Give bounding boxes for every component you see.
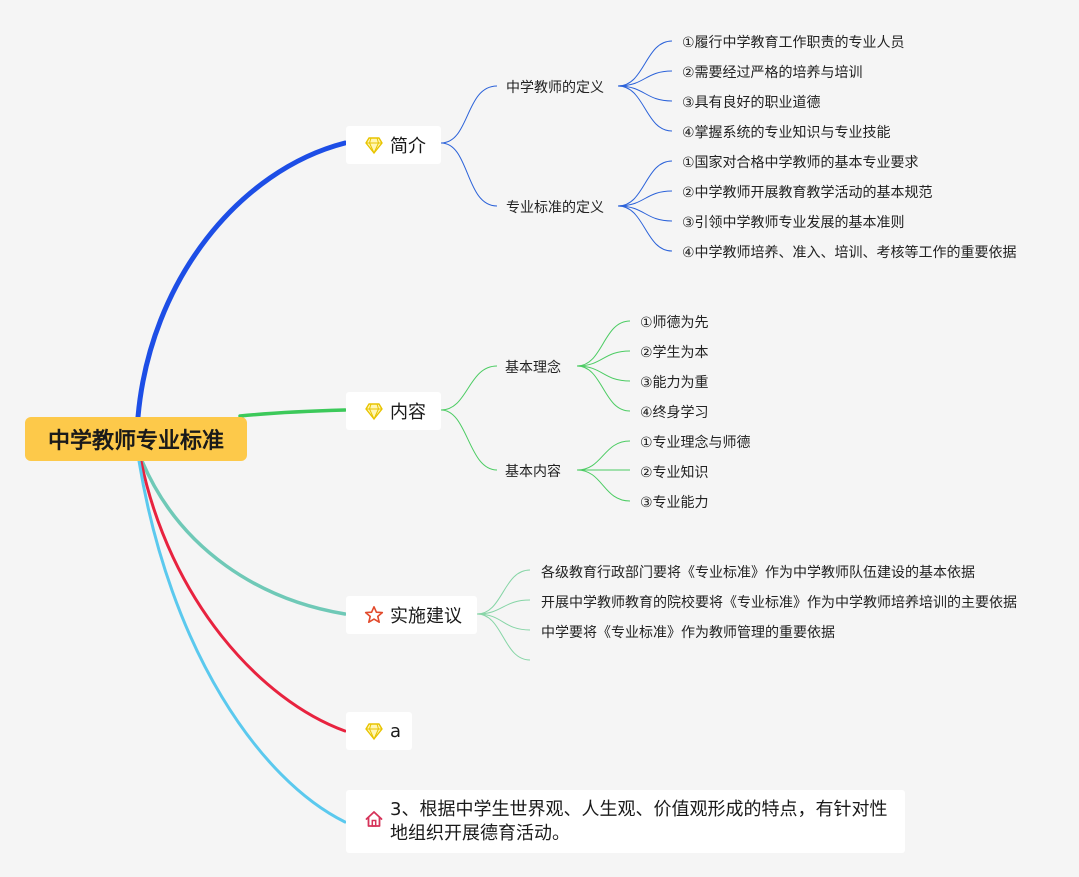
leaf-idea-1[interactable]: ①师德为先 — [640, 312, 709, 332]
leaf-text: ④掌握系统的专业知识与专业技能 — [682, 125, 891, 141]
edge-root-jianjie — [135, 140, 348, 420]
leaf-content-3[interactable]: ③专业能力 — [640, 492, 709, 512]
sub-basic-idea-label: 基本理念 — [505, 360, 561, 376]
edge-root-a — [139, 459, 347, 733]
edge-def1-leaf1 — [617, 40, 673, 87]
leaf-def2-2[interactable]: ②中学教师开展教育教学活动的基本规范 — [682, 182, 933, 202]
leaf-def2-1[interactable]: ①国家对合格中学教师的基本专业要求 — [682, 152, 919, 172]
leaf-shishi-1[interactable]: 各级教育行政部门要将《专业标准》作为中学教师队伍建设的基本依据 — [541, 562, 975, 582]
sub-basic-content-label: 基本内容 — [505, 464, 561, 480]
sub-standard-definition-label: 专业标准的定义 — [506, 200, 604, 216]
leaf-text: 各级教育行政部门要将《专业标准》作为中学教师队伍建设的基本依据 — [541, 565, 975, 581]
edge-def2-leaf3 — [617, 205, 673, 222]
leaf-def2-4[interactable]: ④中学教师培养、准入、培训、考核等工作的重要依据 — [682, 242, 1017, 262]
leaf-text: 开展中学教师教育的院校要将《专业标准》作为中学教师培养培训的主要依据 — [541, 595, 1017, 611]
leaf-text: ④终身学习 — [640, 405, 709, 421]
note-line-1: 3、根据中学生世界观、人生观、价值观形成的特点，有针对性 — [390, 799, 888, 820]
edge-idea-leaf1 — [576, 320, 631, 367]
leaf-def2-3[interactable]: ③引领中学教师专业发展的基本准则 — [682, 212, 905, 232]
branch-jianjie[interactable]: 简介 — [346, 126, 441, 164]
sub-basic-idea[interactable]: 基本理念 — [505, 357, 561, 377]
sub-teacher-definition[interactable]: 中学教师的定义 — [506, 77, 604, 97]
edge-root-shishi — [140, 459, 347, 616]
diamond-icon — [365, 137, 383, 155]
edge-neirong-sub1 — [440, 365, 498, 411]
branch-a-label: a — [390, 720, 402, 742]
leaf-idea-2[interactable]: ②学生为本 — [640, 342, 709, 362]
edge-shishi-leaf1 — [476, 569, 531, 615]
leaf-text: ②专业知识 — [640, 465, 709, 481]
edge-shishi-leaf4 — [476, 613, 531, 661]
edge-shishi-leaf3 — [476, 613, 531, 631]
branch-a[interactable]: a — [346, 712, 412, 750]
branch-neirong-label: 内容 — [390, 402, 426, 423]
sub-basic-content[interactable]: 基本内容 — [505, 461, 561, 481]
branch-neirong[interactable]: 内容 — [346, 392, 441, 430]
edge-def1-leaf4 — [617, 85, 673, 132]
edge-def2-leaf2 — [617, 190, 673, 207]
edge-content-leaf3 — [576, 469, 631, 502]
leaf-text: ①国家对合格中学教师的基本专业要求 — [682, 155, 919, 171]
leaf-text: 中学要将《专业标准》作为教师管理的重要依据 — [541, 625, 835, 641]
branch-jianjie-label: 简介 — [390, 136, 426, 157]
leaf-shishi-3[interactable]: 中学要将《专业标准》作为教师管理的重要依据 — [541, 622, 835, 642]
edge-jianjie-sub1 — [440, 85, 498, 144]
leaf-shishi-2[interactable]: 开展中学教师教育的院校要将《专业标准》作为中学教师培养培训的主要依据 — [541, 592, 1017, 612]
edge-jianjie-sub2 — [440, 142, 498, 207]
leaf-def1-4[interactable]: ④掌握系统的专业知识与专业技能 — [682, 122, 891, 142]
leaf-text: ③专业能力 — [640, 495, 709, 511]
edge-def2-leaf4 — [617, 205, 673, 252]
leaf-idea-4[interactable]: ④终身学习 — [640, 402, 709, 422]
note-line-2: 地组织开展德育活动。 — [390, 823, 570, 844]
branch-shishi-label: 实施建议 — [390, 606, 462, 627]
diamond-icon — [365, 723, 383, 741]
house-icon — [365, 811, 383, 827]
leaf-text: ①专业理念与师德 — [640, 435, 751, 451]
edge-neirong-sub2 — [440, 409, 498, 471]
leaf-text: ③能力为重 — [640, 375, 709, 391]
edge-root-note — [137, 459, 347, 824]
note-text: 3、根据中学生世界观、人生观、价值观形成的特点，有针对性 地组织开展德育活动。 — [390, 798, 887, 846]
edge-idea-leaf3 — [576, 365, 631, 382]
edge-shishi-leaf2 — [476, 599, 531, 615]
edge-def1-leaf2 — [617, 70, 673, 87]
leaf-text: ①履行中学教育工作职责的专业人员 — [682, 35, 905, 51]
leaf-def1-1[interactable]: ①履行中学教育工作职责的专业人员 — [682, 32, 905, 52]
edge-root-neirong — [238, 408, 347, 418]
sub-teacher-definition-label: 中学教师的定义 — [506, 80, 604, 96]
leaf-content-2[interactable]: ②专业知识 — [640, 462, 709, 482]
sub-standard-definition[interactable]: 专业标准的定义 — [506, 197, 604, 217]
leaf-text: ④中学教师培养、准入、培训、考核等工作的重要依据 — [682, 245, 1017, 261]
star-icon — [364, 606, 384, 623]
leaf-text: ②学生为本 — [640, 345, 709, 361]
leaf-text: ②中学教师开展教育教学活动的基本规范 — [682, 185, 933, 201]
edge-idea-leaf2 — [576, 350, 631, 367]
leaf-text: ②需要经过严格的培养与培训 — [682, 65, 863, 81]
leaf-text: ①师德为先 — [640, 315, 709, 331]
edge-idea-leaf4 — [576, 365, 631, 412]
root-topic[interactable]: 中学教师专业标准 — [25, 417, 247, 461]
leaf-text: ③具有良好的职业道德 — [682, 95, 821, 111]
leaf-idea-3[interactable]: ③能力为重 — [640, 372, 709, 392]
edge-def1-leaf3 — [617, 85, 673, 102]
root-label: 中学教师专业标准 — [47, 429, 224, 454]
branch-note[interactable]: 3、根据中学生世界观、人生观、价值观形成的特点，有针对性 地组织开展德育活动。 — [346, 790, 905, 853]
leaf-def1-2[interactable]: ②需要经过严格的培养与培训 — [682, 62, 863, 82]
edge-def2-leaf1 — [617, 160, 673, 207]
leaf-text: ③引领中学教师专业发展的基本准则 — [682, 215, 905, 231]
leaf-content-1[interactable]: ①专业理念与师德 — [640, 432, 751, 452]
diamond-icon — [365, 403, 383, 421]
leaf-def1-3[interactable]: ③具有良好的职业道德 — [682, 92, 821, 112]
edge-content-leaf1 — [576, 440, 631, 471]
branch-shishi[interactable]: 实施建议 — [346, 596, 477, 634]
